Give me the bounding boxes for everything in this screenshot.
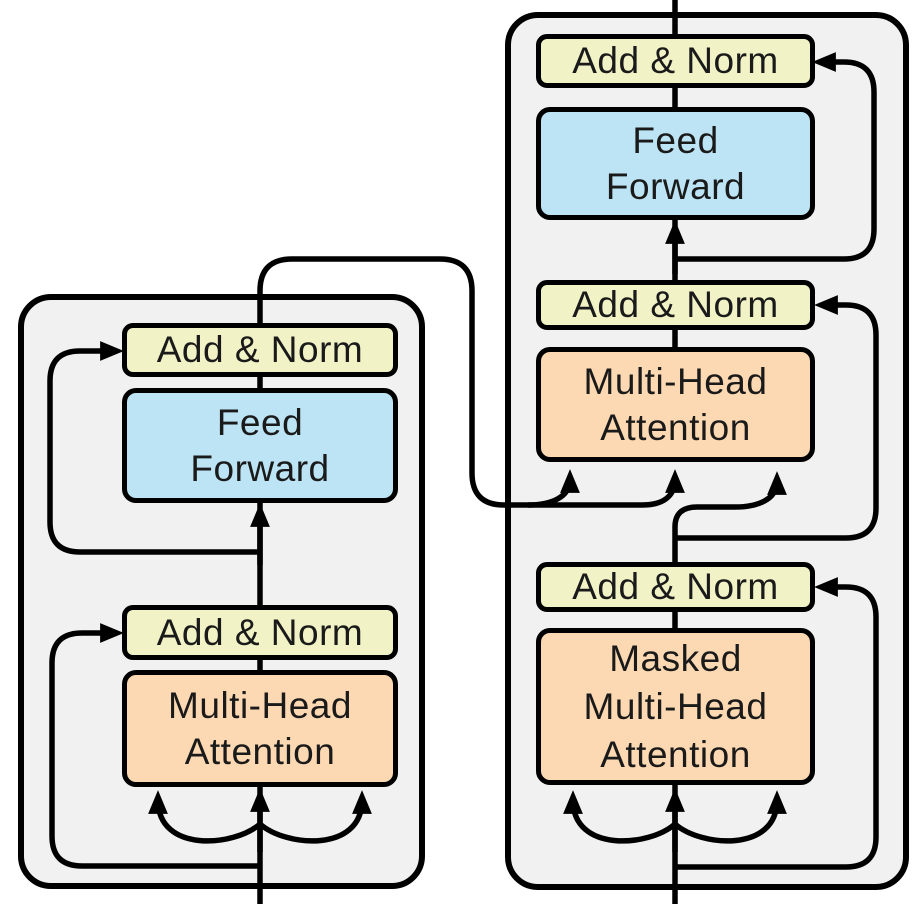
decoder-masked-multi-head-attention-line3: Attention	[600, 733, 751, 775]
decoder-add-norm-output-box: Add & Norm	[536, 34, 815, 88]
encoder-feed-forward-box: Feed Forward	[122, 388, 398, 503]
decoder-masked-multi-head-attention-box: Masked Multi-Head Attention	[536, 628, 815, 785]
encoder-container	[18, 294, 425, 889]
decoder-feed-forward-line2: Forward	[605, 165, 746, 207]
encoder-residual-feed-forward-line	[47, 341, 260, 555]
encoder-output-branch-arrow	[527, 469, 580, 508]
encoder-multi-head-attention-line2: Attention	[184, 730, 336, 772]
encoder-output-to-decoder-line	[257, 256, 685, 508]
decoder-multi-head-attention-line2: Attention	[600, 406, 751, 448]
decoder-multi-head-attention-line1: Multi-Head	[583, 360, 768, 402]
encoder-feed-forward-line2: Forward	[190, 447, 330, 489]
decoder-query-to-cross-attention-line	[672, 471, 787, 566]
decoder-add-norm-cross-attention-label: Add & Norm	[572, 284, 779, 325]
decoder-multi-head-attention-box: Multi-Head Attention	[536, 347, 815, 462]
decoder-feed-forward-line1: Feed	[632, 119, 719, 161]
decoder-add-norm-self-attention-label: Add & Norm	[572, 566, 779, 607]
encoder-add-norm-output-box: Add & Norm	[122, 323, 398, 377]
decoder-add-norm-cross-attention-box: Add & Norm	[536, 280, 815, 330]
decoder-masked-multi-head-attention-line2: Multi-Head	[583, 685, 768, 727]
decoder-residual-cross-attention-line	[675, 295, 879, 541]
decoder-masked-attention-right-arrow	[673, 790, 787, 844]
encoder-add-norm-output-label: Add & Norm	[156, 329, 364, 370]
decoder-masked-attention-left-arrow	[563, 790, 677, 844]
encoder-multi-head-attention-line1: Multi-Head	[168, 684, 352, 726]
decoder-residual-masked-attention-line	[675, 577, 879, 870]
decoder-add-norm-self-attention-box: Add & Norm	[536, 562, 815, 612]
decoder-masked-multi-head-attention-line1: Masked	[609, 637, 742, 679]
encoder-residual-attention-line	[49, 623, 260, 869]
encoder-add-norm-attention-box: Add & Norm	[122, 605, 398, 660]
encoder-multi-head-attention-box: Multi-Head Attention	[122, 670, 398, 787]
decoder-residual-feed-forward-line	[675, 52, 877, 262]
encoder-add-norm-attention-label: Add & Norm	[156, 611, 364, 653]
encoder-feed-forward-line1: Feed	[216, 401, 304, 443]
encoder-self-attention-right-arrow	[258, 790, 372, 844]
decoder-add-norm-output-label: Add & Norm	[572, 40, 779, 81]
encoder-self-attention-left-arrow	[148, 790, 262, 844]
decoder-feed-forward-box: Feed Forward	[536, 107, 815, 220]
